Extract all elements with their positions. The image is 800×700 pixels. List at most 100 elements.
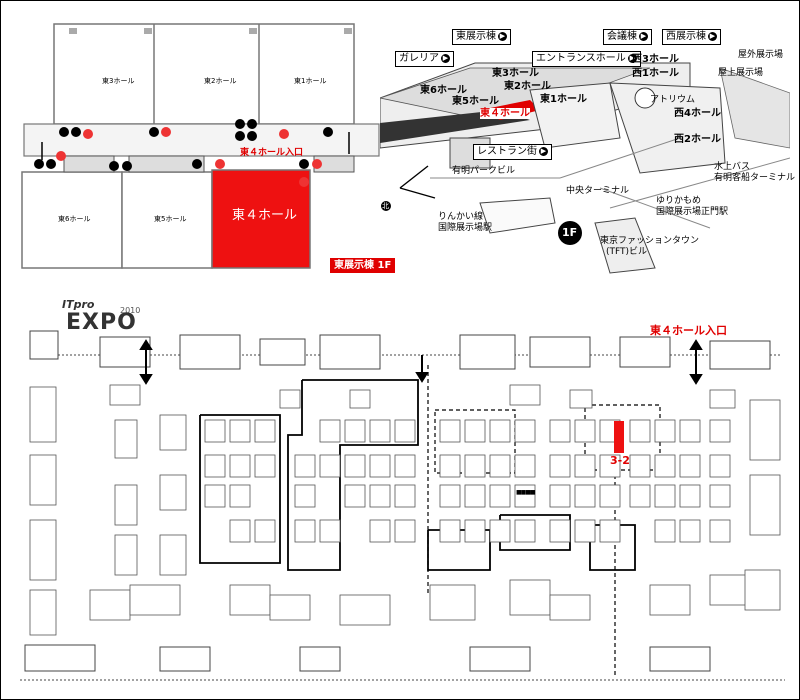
booth-block: [680, 485, 700, 507]
ov-rinkai1: りんかい線: [438, 212, 483, 223]
booth-block: [440, 420, 460, 442]
booth-block: [115, 485, 137, 525]
booth-block: [270, 595, 310, 620]
booth-3-2-highlight: [614, 421, 624, 453]
booth-block: [205, 455, 225, 477]
booth-block: [110, 385, 140, 405]
tag-entrance-hall: エントランスホール▶: [532, 51, 641, 67]
booth-block: [655, 520, 675, 542]
rooftop-label: 屋上展示場: [718, 68, 763, 79]
booth-block: [295, 455, 315, 477]
booth-block: [295, 520, 315, 542]
ov-bus: 水上バス: [714, 162, 750, 173]
booth-block: [550, 485, 570, 507]
ov-central-terminal: 中央ターミナル: [566, 186, 629, 197]
booth-block: [345, 485, 365, 507]
booth-block: [370, 485, 390, 507]
booth-block: [160, 415, 186, 450]
north-arrow: [400, 166, 435, 198]
expo-entrance-label: 東４ホール入口: [650, 325, 727, 336]
booth-block: [255, 420, 275, 442]
booth-block: [230, 420, 250, 442]
booth-3-2-label: 3-2: [610, 455, 630, 466]
floor-plan: 東3ホール 東2ホール 東1ホール 東6ホール 東5ホール 東４ホール 東４ホー…: [14, 14, 384, 279]
booth-block: [630, 455, 650, 477]
ov-bus2: 有明客船ターミナル: [714, 173, 795, 184]
booth-block: [510, 580, 550, 615]
center-booth-label: ■■■■: [516, 487, 535, 498]
tag-west-building: 西展示棟▶: [662, 29, 721, 45]
expo-layout: ITpro EXPO 2010 東４ホール入口 3-2 ■■■■: [10, 295, 790, 695]
booth-block: [630, 485, 650, 507]
booth-block: [115, 420, 137, 458]
booth-block: [710, 455, 730, 477]
booth-block: [255, 455, 275, 477]
booth-block: [745, 570, 780, 610]
booth-block: [465, 420, 485, 442]
booth-block: [395, 420, 415, 442]
booth-block: [550, 420, 570, 442]
ov-hall-w4: 西4ホール: [674, 108, 721, 119]
booth-block: [230, 585, 270, 615]
booth-block: [490, 455, 510, 477]
booth-block: [550, 455, 570, 477]
booth-block: [570, 390, 592, 408]
booth-block: [575, 520, 595, 542]
booth-block: [255, 520, 275, 542]
ov-hall-e4: 東４ホール: [480, 108, 530, 119]
ov-atrium: アトリウム: [650, 95, 695, 106]
booth-block: [655, 485, 675, 507]
ov-hall-w1: 西1ホール: [632, 68, 679, 79]
booth-block: [710, 390, 735, 408]
hall-e3-label: 東3ホール: [102, 76, 134, 87]
booth-block: [395, 485, 415, 507]
ov-yurikamome2: 国際展示場正門駅: [656, 207, 728, 218]
booth-block: [395, 520, 415, 542]
booth-block: [515, 455, 535, 477]
booth-block: [30, 520, 56, 580]
booth-grid: [30, 385, 780, 635]
hall-e1-label: 東1ホール: [294, 76, 326, 87]
ov-tft2: (TFT)ビル: [606, 247, 647, 258]
floor-entrance-label: 東４ホール入口: [240, 148, 303, 159]
booth-block: [465, 455, 485, 477]
booth-block: [30, 387, 56, 442]
booth-block: [710, 520, 730, 542]
tag-conference: 会議棟▶: [603, 29, 652, 45]
booth-block: [430, 585, 475, 620]
booth-block: [750, 400, 780, 460]
bottom-service-rooms: [25, 645, 710, 671]
booth-block: [350, 390, 370, 408]
booth-block: [490, 420, 510, 442]
ov-hall-e1: 東1ホール: [540, 94, 587, 105]
booth-block: [440, 455, 460, 477]
booth-block: [650, 585, 690, 615]
ov-hall-e5: 東5ホール: [452, 96, 499, 107]
booth-block: [600, 485, 620, 507]
booth-block: [205, 485, 225, 507]
booth-block: [440, 485, 460, 507]
booth-block: [710, 420, 730, 442]
booth-block: [205, 420, 225, 442]
ov-hall-w3: 西3ホール: [632, 54, 679, 65]
ov-hall-e3: 東3ホール: [492, 68, 539, 79]
booth-block: [465, 485, 485, 507]
booth-block: [345, 420, 365, 442]
booth-block: [680, 455, 700, 477]
booth-block: [655, 455, 675, 477]
dashed-outlines: [428, 365, 660, 675]
ov-yurikamome1: ゆりかもめ: [656, 196, 701, 207]
logo-itpro: ITpro: [62, 299, 94, 310]
booth-block: [750, 475, 780, 535]
booth-block: [550, 520, 570, 542]
tag-east-building: 東展示棟▶: [452, 29, 511, 45]
booth-block: [510, 385, 540, 405]
ov-hall-e2: 東2ホール: [504, 81, 551, 92]
booth-block: [630, 420, 650, 442]
booth-block: [680, 420, 700, 442]
ov-north: 北: [382, 201, 389, 212]
booth-block: [30, 455, 56, 505]
booth-block: [370, 455, 390, 477]
booth-block: [230, 455, 250, 477]
booth-block: [320, 455, 340, 477]
